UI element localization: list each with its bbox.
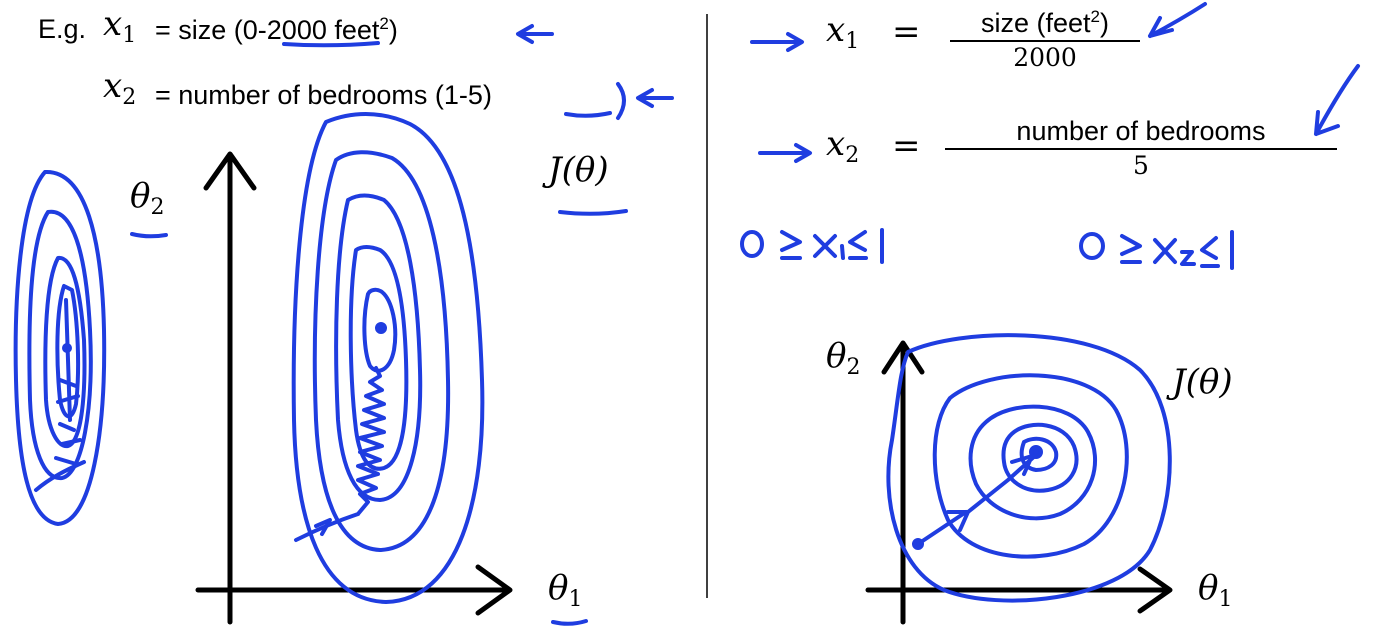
left-cost-label: J(θ) — [548, 150, 609, 190]
left-axes — [195, 151, 513, 625]
left-sketch-contours — [13, 169, 107, 526]
x2-pointer-arrow — [1314, 64, 1360, 136]
x2-fraction-bar — [945, 148, 1337, 150]
x1-left-arrow — [516, 24, 554, 44]
x2-fraction-numerator: number of bedrooms — [1016, 116, 1266, 146]
x2-left-arrow — [636, 88, 674, 108]
blue-annotations — [13, 2, 1360, 626]
right-x2-symbol: x2 — [826, 124, 860, 168]
theta2-underline — [130, 232, 168, 239]
x1-fraction-bar — [950, 40, 1140, 42]
right-x2-equals: = — [892, 126, 921, 166]
right-x1-symbol: x1 — [826, 10, 860, 54]
left-descent-path — [294, 366, 386, 542]
x2-range: 1-5 — [443, 80, 483, 110]
x1-range: 0-2000 — [242, 15, 327, 45]
left-y-arrowhead — [203, 151, 257, 191]
x1-fraction-numerator: size (feet2) — [980, 7, 1109, 38]
right-descent-path — [916, 453, 1038, 546]
right-x-arrowhead — [1137, 566, 1173, 614]
theta1-underline-left — [551, 619, 588, 626]
x2-range-underline — [564, 111, 612, 118]
right-x1-fraction: size (feet2) 2000 — [950, 2, 1140, 72]
left-x1-symbol: x1 — [103, 4, 137, 48]
x2-bullet-arrow — [758, 143, 812, 163]
x1-bullet-arrow — [750, 32, 804, 52]
right-theta1-label: θ1 — [1198, 568, 1233, 612]
x1-pointer-arrow — [1148, 2, 1207, 38]
right-theta2-label: θ2 — [826, 336, 861, 380]
right-axes — [865, 340, 1173, 625]
x2-fraction-denominator: 5 — [1133, 151, 1149, 180]
x2-right-paren — [616, 82, 626, 120]
x1-fraction-denominator: 2000 — [1013, 43, 1077, 72]
cost-underline-left — [558, 209, 628, 216]
x1-range-underline — [282, 41, 380, 48]
eg-label: E.g. — [38, 14, 87, 44]
left-theta2-label: θ2 — [130, 176, 165, 220]
left-x2-description: = number of bedrooms (1-5) — [155, 80, 492, 110]
range-x2-scribble — [1079, 230, 1234, 270]
right-y-arrowhead — [881, 340, 925, 375]
left-x1-description: = size (0-2000 feet2) — [155, 14, 398, 45]
left-x2-symbol: x2 — [103, 66, 137, 110]
right-cost-label: J(θ) — [1172, 362, 1233, 402]
left-theta1-label: θ1 — [548, 568, 583, 612]
right-circular-contours — [886, 333, 1172, 603]
right-x1-equals: = — [892, 12, 921, 52]
left-main-contours — [291, 112, 485, 604]
left-x-arrowhead — [475, 564, 513, 616]
right-x2-fraction: number of bedrooms 5 — [945, 116, 1337, 180]
range-x1-scribble — [740, 228, 884, 264]
